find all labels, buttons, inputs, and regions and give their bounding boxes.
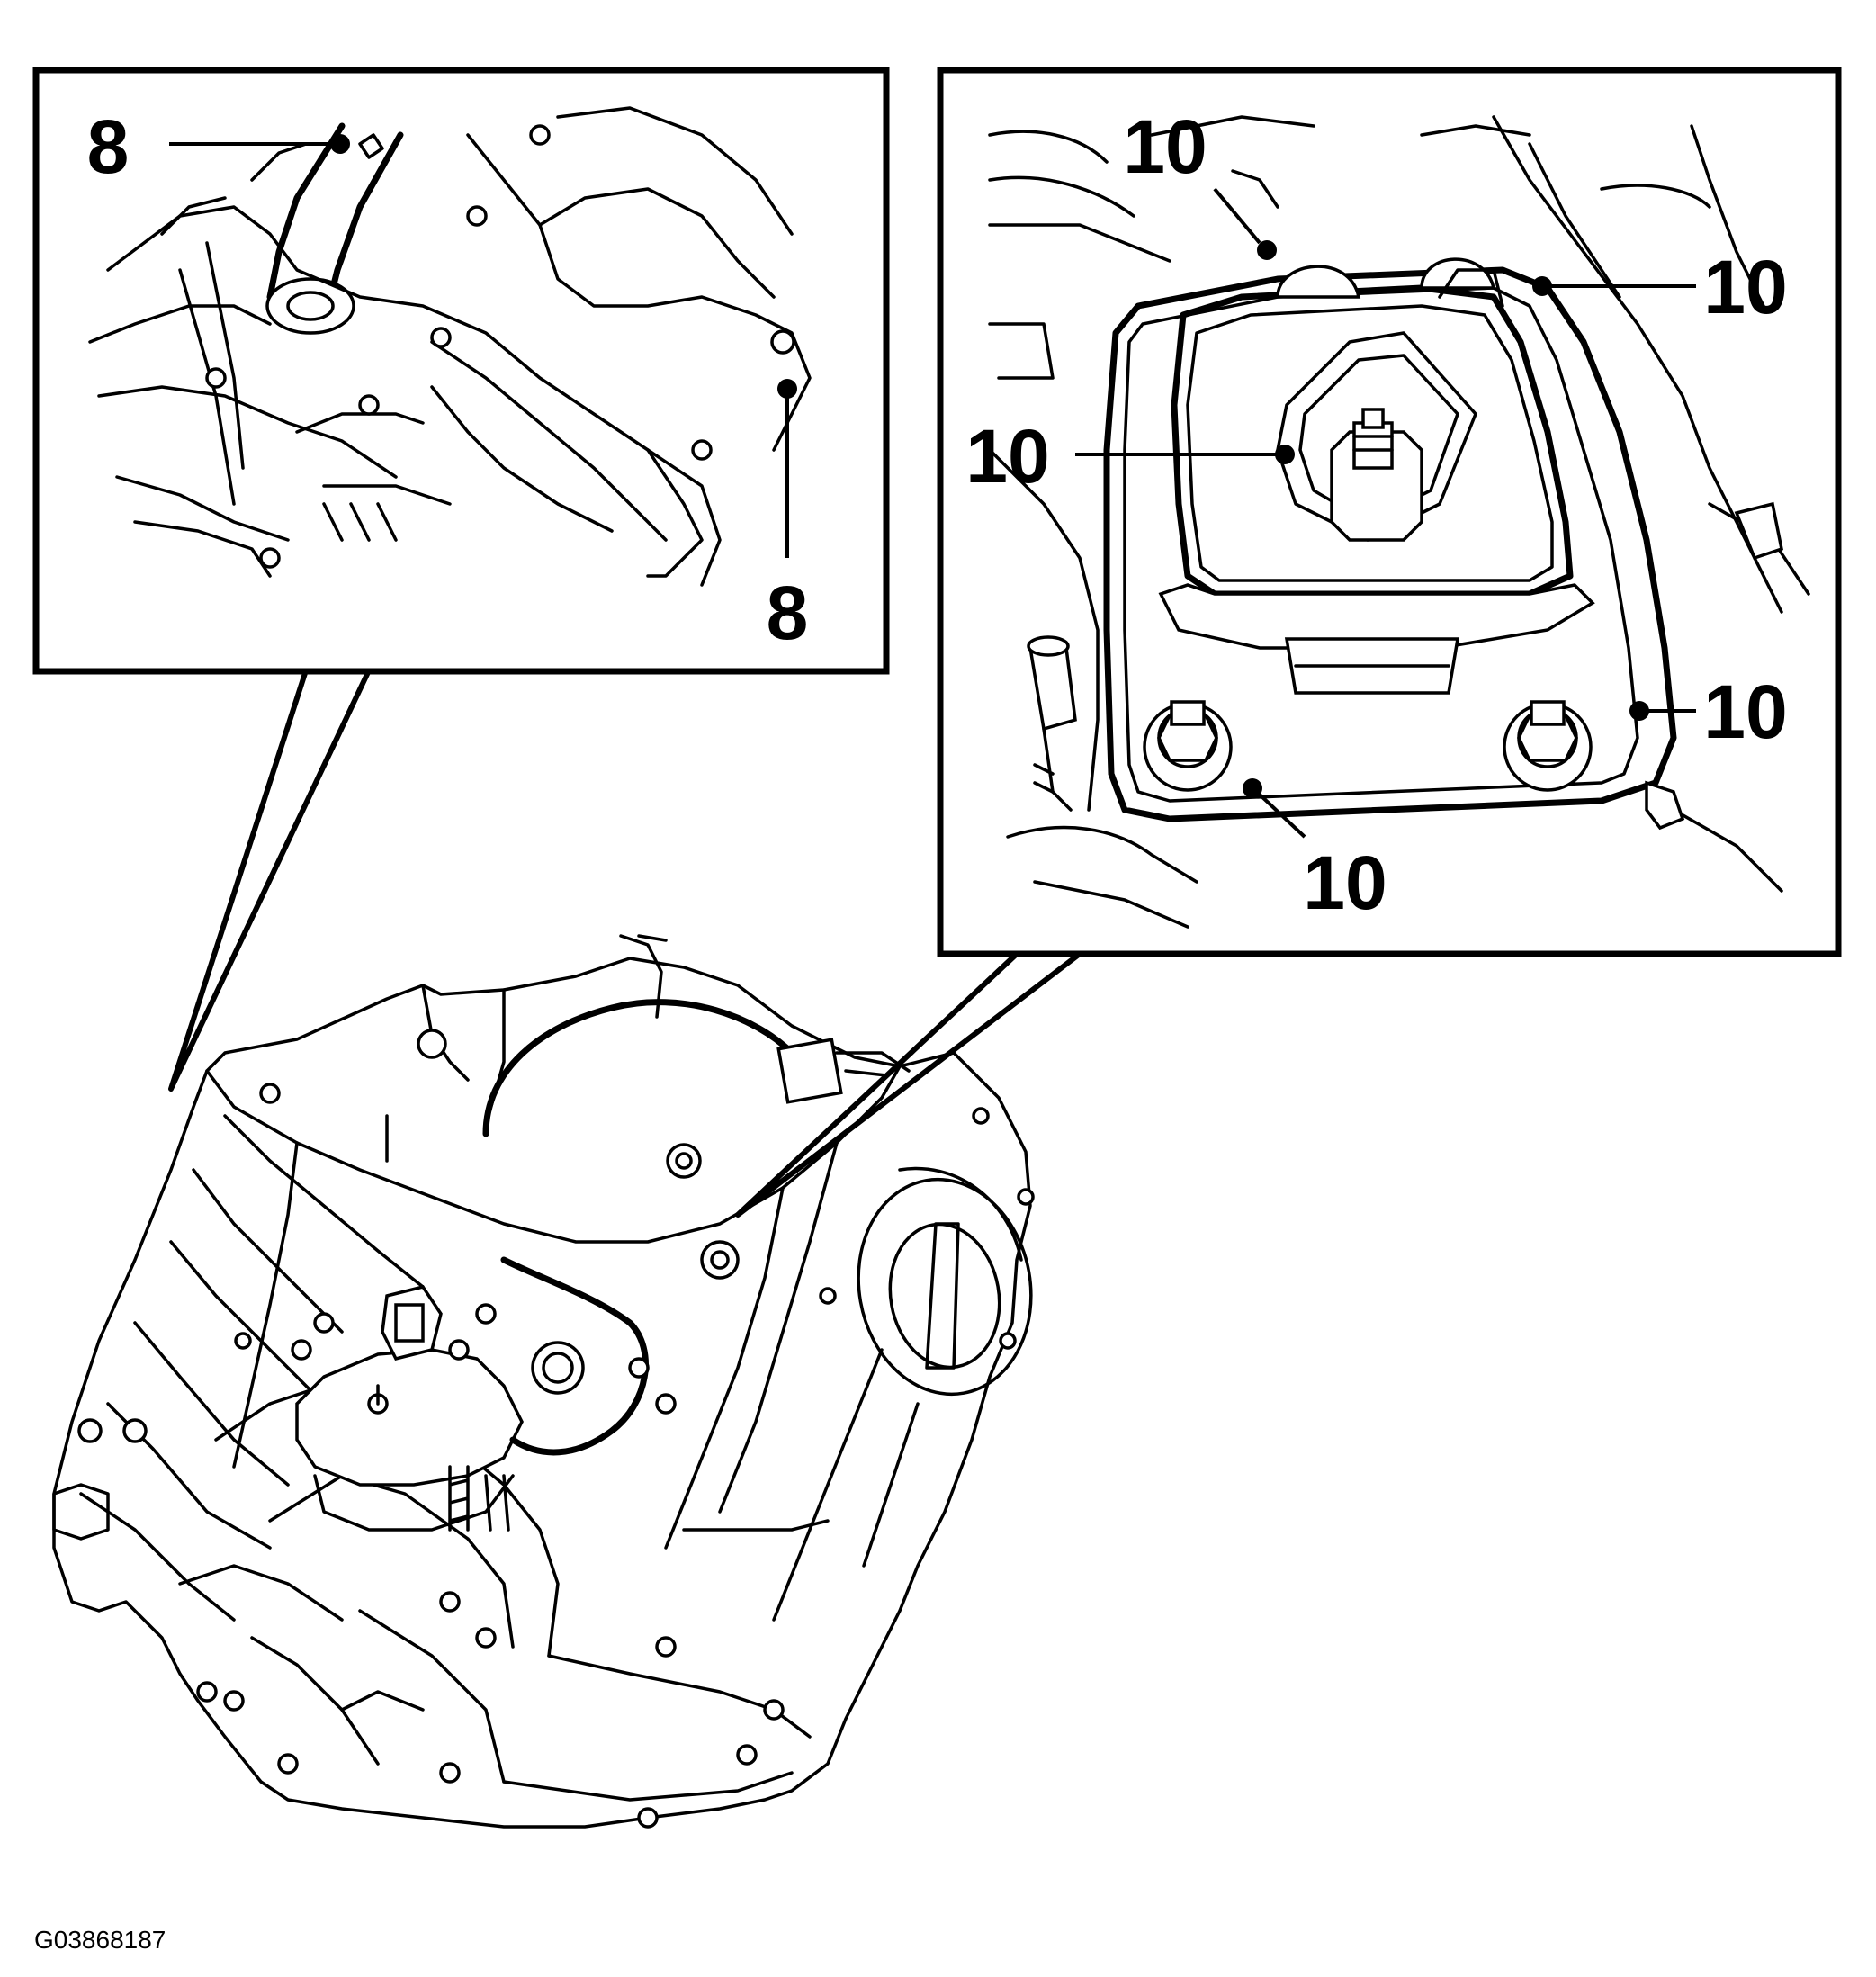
right-inset: 10 10 10 10 10 10 <box>937 67 1842 957</box>
left-callout-bottom: 8 <box>767 571 809 655</box>
right-callout-middle-left: 10 <box>965 414 1049 499</box>
left-callout-top: 8 <box>87 104 130 189</box>
left-inset-frame <box>32 67 890 675</box>
right-callout-top-right: 10 <box>1703 245 1787 329</box>
right-inset-drawing <box>988 115 1810 929</box>
left-inset: 8 8 <box>32 67 890 675</box>
bolt-heads <box>77 1029 1035 1829</box>
transmission-assembly-drawing <box>52 934 1035 1829</box>
inset-pointers <box>168 668 1082 1218</box>
right-callout-bottom: 10 <box>1303 840 1387 925</box>
figure-id: G03868187 <box>34 1926 166 1954</box>
right-callout-lower-right: 10 <box>1703 669 1787 754</box>
right-callout-top: 10 <box>1123 104 1207 189</box>
left-inset-drawing <box>88 106 812 587</box>
